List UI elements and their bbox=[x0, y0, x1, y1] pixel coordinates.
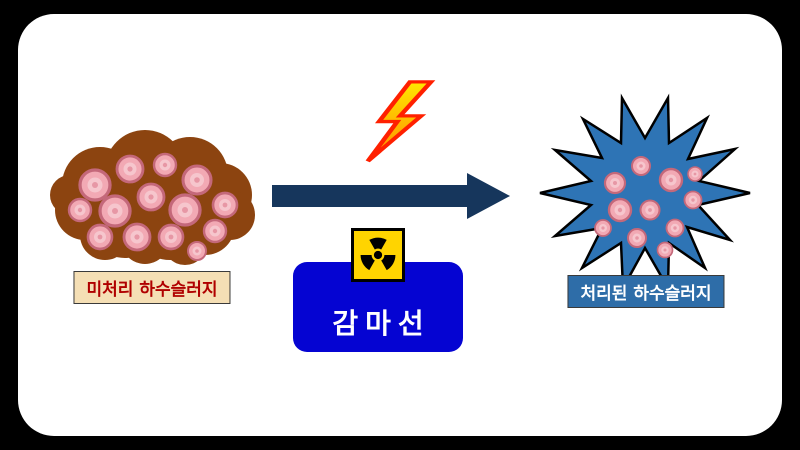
gamma-ray-box: 감마선 bbox=[293, 262, 463, 352]
treated-sludge-burst bbox=[539, 93, 751, 293]
starburst-shape bbox=[539, 93, 751, 293]
treated-label: 처리된 하수슬러지 bbox=[567, 275, 725, 308]
untreated-label: 미처리 하수슬러지 bbox=[73, 271, 231, 304]
gamma-ray-label: 감마선 bbox=[332, 307, 431, 340]
untreated-sludge-blob bbox=[50, 130, 255, 265]
right-arrow-icon bbox=[272, 173, 510, 219]
radiation-trefoil-icon bbox=[360, 237, 396, 271]
lightning-bolt-icon bbox=[365, 80, 436, 163]
radiation-warning-sign bbox=[351, 228, 405, 282]
